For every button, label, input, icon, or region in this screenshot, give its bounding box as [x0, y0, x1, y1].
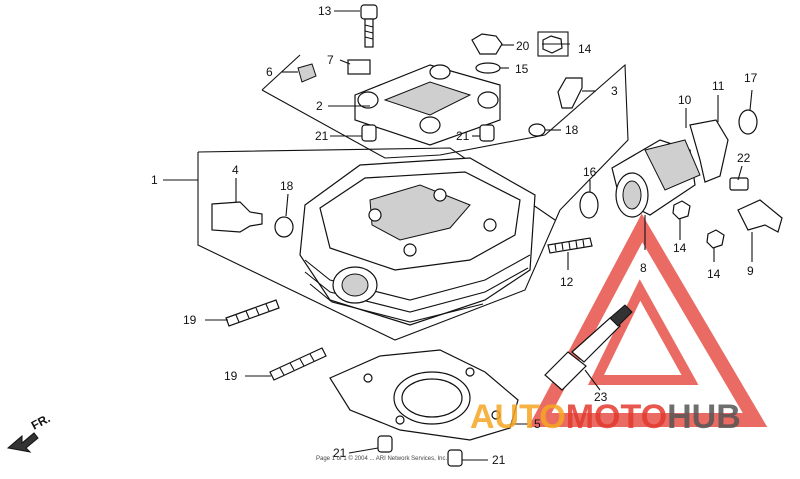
- watermark-part-2: MOTO: [566, 398, 667, 436]
- callout-21-top-right: 21: [456, 129, 470, 143]
- copyright-text: Page 1 of 1 © 2004 ... ARI Network Servi…: [316, 455, 447, 462]
- callout-14-right: 14: [707, 267, 721, 281]
- callout-9: 9: [747, 264, 754, 278]
- callout-4: 4: [232, 163, 239, 177]
- bolt-22: [729, 177, 749, 191]
- bolt-13: [360, 4, 378, 48]
- o-ring-16: [579, 191, 599, 219]
- washer-15: [475, 62, 501, 74]
- callout-17: 17: [744, 71, 758, 85]
- guide-7: [347, 59, 371, 75]
- cap-nut-20: [471, 33, 503, 55]
- dowel-21-bottom-right: [447, 449, 463, 467]
- callout-5: 5: [534, 417, 541, 431]
- callout-21-top-left: 21: [315, 129, 329, 143]
- callout-15: 15: [515, 62, 529, 76]
- carburetor-insulator: [611, 139, 701, 218]
- callout-7: 7: [327, 53, 334, 67]
- callout-11: 11: [712, 79, 725, 93]
- callout-3: 3: [611, 84, 618, 98]
- callout-2: 2: [316, 99, 323, 113]
- front-label: FR.: [29, 411, 53, 432]
- clamp-9: [737, 199, 783, 233]
- clamp-11: [689, 119, 729, 183]
- nut-14-mid: [672, 200, 691, 220]
- cylinder-head: [299, 157, 536, 326]
- stud-19-upper: [225, 299, 280, 327]
- o-ring-18-top: [528, 123, 546, 137]
- callout-18-top: 18: [565, 123, 579, 137]
- nut-6: [297, 63, 317, 83]
- callout-10: 10: [678, 93, 692, 107]
- dowel-21-bottom-left: [377, 435, 393, 453]
- callout-21-bottom-right: 21: [492, 453, 506, 467]
- callout-16: 16: [583, 165, 597, 179]
- sensor-4: [211, 201, 263, 233]
- stud-19-lower: [269, 347, 327, 381]
- callout-19-lower: 19: [224, 369, 238, 383]
- callout-14-mid: 14: [673, 241, 687, 255]
- assembly-outline-rocker: [261, 54, 546, 159]
- watermark-text: AUTOMOTOHUB: [470, 398, 741, 436]
- callout-22: 22: [737, 151, 751, 165]
- bolt-3: [557, 77, 583, 109]
- dowel-21-top-left: [361, 124, 377, 142]
- o-ring-17: [738, 109, 758, 135]
- stud-12: [547, 237, 593, 254]
- callout-13: 13: [318, 4, 332, 18]
- callout-14-top: 14: [578, 42, 592, 56]
- watermark-part-1: AUTO: [470, 398, 566, 436]
- dowel-21-top-right: [479, 124, 495, 142]
- o-ring-18-left: [274, 216, 294, 238]
- callout-21-bottom-left: 21: [333, 446, 347, 460]
- leader-lines: [163, 10, 753, 461]
- callout-20: 20: [516, 39, 530, 53]
- spark-plug: [544, 304, 633, 391]
- callout-12: 12: [560, 275, 574, 289]
- callout-18-left: 18: [280, 179, 294, 193]
- callout-8: 8: [640, 261, 647, 275]
- cylinder-head-gasket: [329, 349, 519, 441]
- front-direction-marker: FR.: [6, 411, 53, 453]
- callout-6: 6: [266, 65, 273, 79]
- watermark-part-3: HUB: [667, 398, 741, 436]
- callout-23: 23: [594, 390, 608, 404]
- nut-14-right: [706, 229, 725, 249]
- rocker-arm-holder: [354, 64, 501, 146]
- watermark-logo: [528, 213, 768, 427]
- callout-19-upper: 19: [183, 313, 197, 327]
- callout-1: 1: [151, 173, 158, 187]
